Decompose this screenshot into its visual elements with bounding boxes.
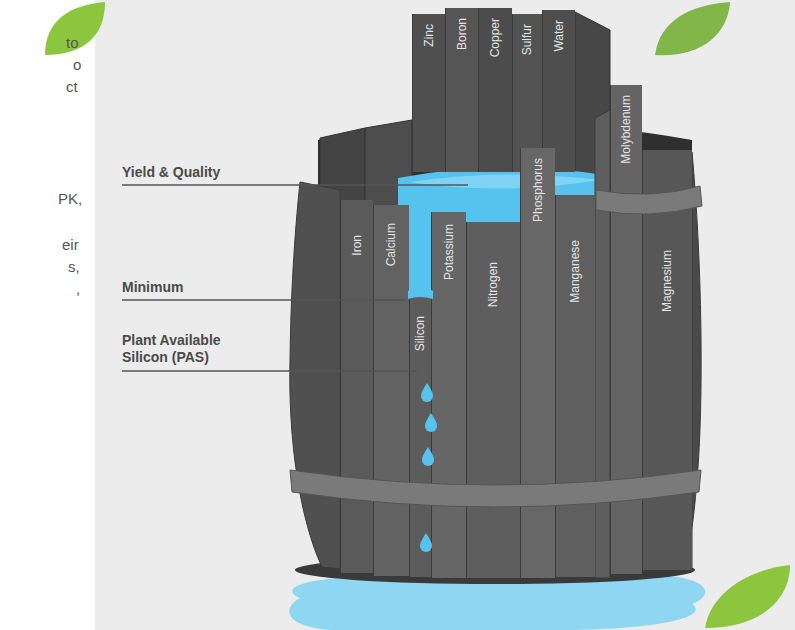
- text-fragment: to: [66, 34, 79, 51]
- nutrient-label: Sulfur: [520, 24, 534, 55]
- label-box: Plant Available Silicon (PAS): [122, 332, 257, 366]
- text-fragment: s,: [68, 258, 80, 275]
- barrel-stave: Silicon: [409, 292, 431, 577]
- callout-label: Yield & Quality: [122, 164, 220, 181]
- nutrient-label: Molybdenum: [619, 95, 633, 164]
- barrel-stave: Calcium: [373, 205, 409, 576]
- leaf: [655, 2, 730, 55]
- nutrient-label: Copper: [488, 18, 502, 57]
- panel-ground: [95, 0, 795, 630]
- leader-line: [122, 370, 417, 372]
- water-surface: [410, 174, 600, 188]
- nutrient-label: Calcium: [384, 223, 398, 266]
- text-fragment: o: [73, 56, 81, 73]
- water-spill: [408, 287, 433, 299]
- text-fragment: ct: [66, 78, 78, 95]
- water-drop: [425, 413, 437, 432]
- leaf: [705, 565, 790, 628]
- barrel-stave: Boron: [445, 8, 478, 172]
- leaf: [45, 2, 105, 55]
- barrel-stave: Iron: [340, 200, 373, 573]
- barrel-stave: [595, 110, 610, 578]
- label-box: s,: [68, 258, 80, 275]
- barrel-stave: Nitrogen: [466, 222, 520, 578]
- label-box: PK,: [58, 190, 82, 207]
- nutrient-label: Water: [552, 20, 566, 52]
- text-fragment: ,: [76, 280, 80, 297]
- barrel-stave: Zinc: [412, 14, 445, 172]
- nutrient-label: Magnesium: [660, 250, 674, 312]
- barrel-stave: Phosphorus: [520, 148, 555, 578]
- callout-label: Plant Available Silicon (PAS): [122, 332, 257, 366]
- callout-label: Minimum: [122, 279, 183, 296]
- barrel-hoop: [596, 186, 702, 214]
- nutrient-label: Zinc: [422, 24, 436, 47]
- water-drop: [421, 383, 433, 402]
- nutrient-label: Iron: [350, 235, 364, 256]
- text-fragment: eir: [62, 236, 79, 253]
- label-box: to: [66, 34, 79, 51]
- leader-line: [122, 184, 468, 186]
- water-drop: [420, 533, 432, 552]
- nutrient-label: Silicon: [413, 316, 427, 351]
- nutrient-label: Manganese: [568, 240, 582, 303]
- barrel-stave: Manganese: [555, 195, 595, 577]
- nutrient-label: Phosphorus: [531, 158, 545, 222]
- nutrient-label: Nitrogen: [486, 262, 500, 307]
- barrel-stave: [290, 182, 340, 569]
- label-box: ,: [76, 280, 80, 297]
- leader-line: [122, 299, 406, 301]
- label-box: ct: [66, 78, 78, 95]
- water: [409, 200, 431, 295]
- water-drop: [422, 447, 434, 466]
- barrel-stave: Copper: [478, 8, 512, 172]
- nutrient-label: Boron: [455, 18, 469, 50]
- barrel-stave: Potassium: [431, 212, 466, 578]
- label-box: Yield & Quality: [122, 164, 220, 181]
- nutrient-label: Potassium: [442, 224, 456, 280]
- text-fragment: PK,: [58, 190, 82, 207]
- label-box: Minimum: [122, 279, 183, 296]
- barrel-hoop: [290, 470, 701, 507]
- label-box: o: [73, 56, 81, 73]
- label-box: eir: [62, 236, 79, 253]
